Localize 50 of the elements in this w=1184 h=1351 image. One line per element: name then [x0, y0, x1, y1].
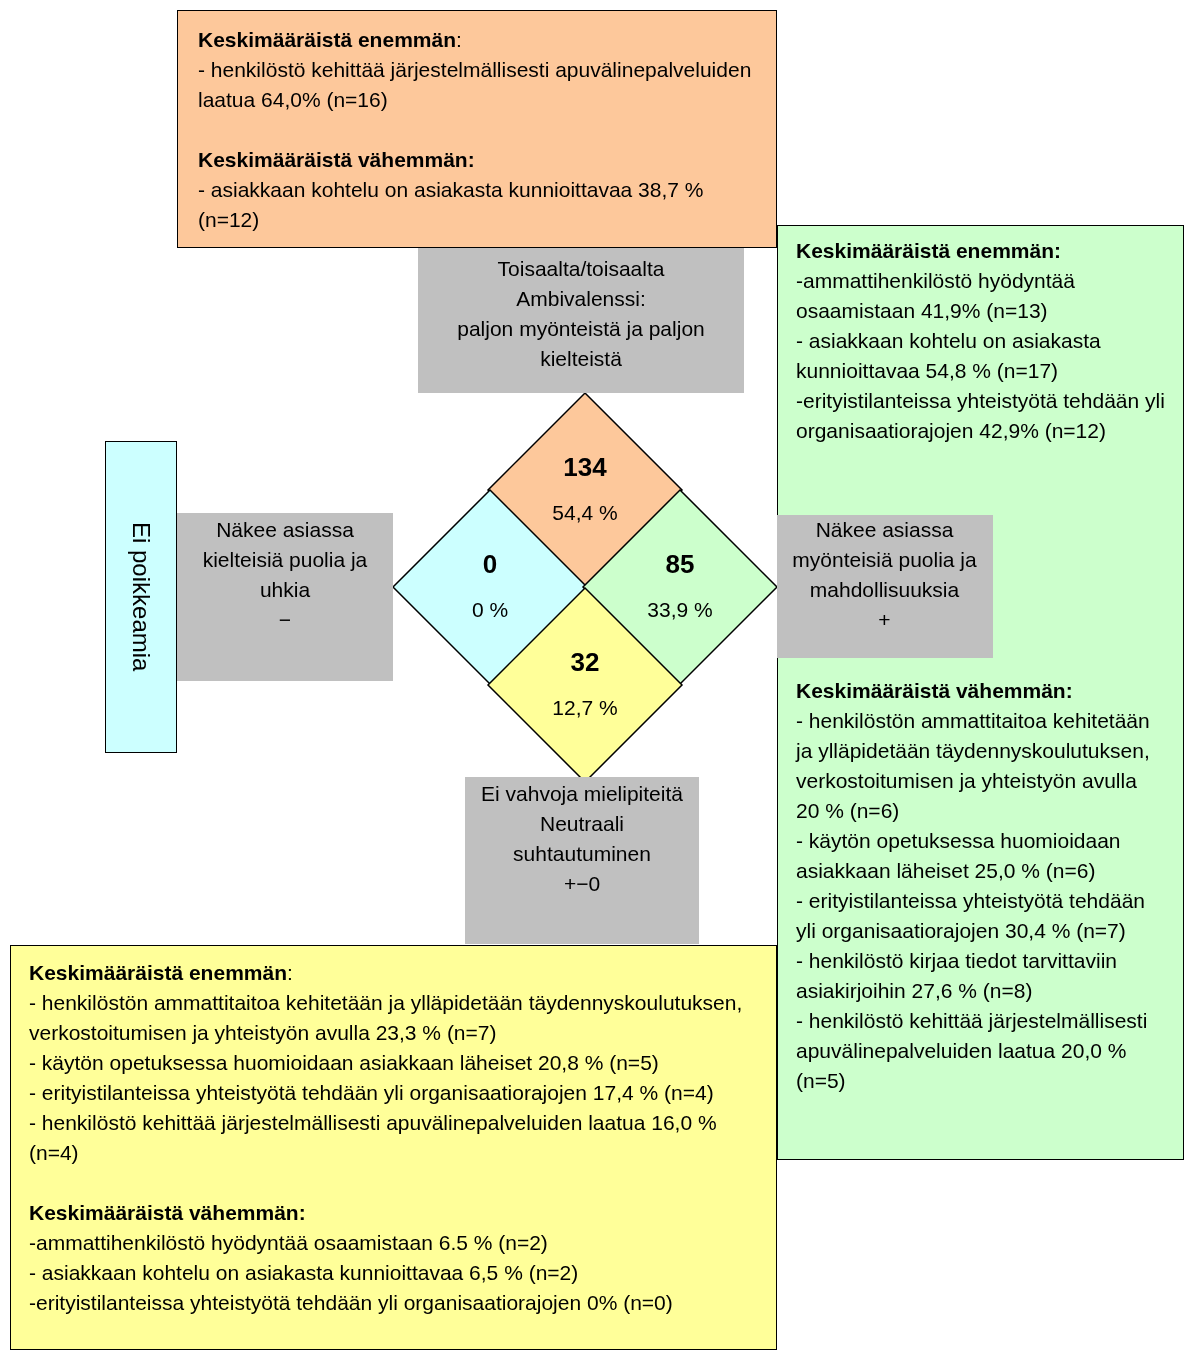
- label-text: +−0: [562, 871, 602, 897]
- label-box: [418, 248, 744, 393]
- heading-text: Keskimääräistä enemmän:: [796, 238, 1062, 264]
- label-text: Ei poikkeamia: [127, 522, 156, 672]
- bullet-text: - asiakkaan kohtelu on asiakasta kunnioittavaa 38,7 % (n=12): [198, 177, 705, 233]
- bullet-text: -erityistilanteissa yhteistyötä tehdään yli organisaatiorajojen 0% (n=0): [29, 1290, 674, 1316]
- count-text: 0: [482, 549, 498, 579]
- label-text: Ei vahvoja mielipiteitä: [480, 781, 684, 807]
- bullet-text: -ammattihenkilöstö hyödyntää osaamistaan 6.5 % (n=2): [29, 1230, 549, 1256]
- heading-text: Keskimääräistä vähemmän:: [796, 678, 1074, 704]
- bullet-text: - henkilöstö kehittää järjestelmällisesti apuvälinepalveluiden laatua 64,0% (n=16): [198, 57, 753, 113]
- label-box: [177, 513, 393, 681]
- heading-text: Keskimääräistä vähemmän:: [198, 147, 476, 173]
- bullet-text: - asiakkaan kohtelu on asiakasta kunnioittavaa 54,8 % (n=17): [796, 328, 1102, 384]
- percent-text: 54,4 %: [552, 500, 618, 526]
- label-text: Ambivalenssi:: [515, 286, 647, 312]
- label-text: +: [877, 606, 892, 633]
- bullet-text: - henkilöstön ammattitaitoa kehitetään ja ylläpidetään täydennyskoulutuksen, verkostoitumisen ja yhteistyön avulla 23,3 % (n=7): [29, 990, 744, 1046]
- bullet-text: -erityistilanteissa yhteistyötä tehdään yli organisaatiorajojen 42,9% (n=12): [796, 388, 1165, 444]
- bullet-text: -ammattihenkilöstö hyödyntää osaamistaan 41,9% (n=13): [796, 268, 1076, 324]
- percent-text: 33,9 %: [647, 597, 713, 623]
- label-text: paljon myönteistä ja paljon kielteistä: [456, 316, 706, 372]
- summary-box: [777, 225, 1184, 1160]
- label-box: [776, 514, 993, 658]
- heading-text: Keskimääräistä enemmän:: [29, 960, 294, 986]
- bullet-text: - asiakkaan kohtelu on asiakasta kunnioittavaa 6,5 % (n=2): [29, 1260, 580, 1286]
- label-text: Toisaalta/toisaalta: [496, 256, 666, 282]
- summary-box: [10, 945, 777, 1350]
- percent-text: 0 %: [471, 597, 509, 623]
- bullet-text: - henkilöstö kirjaa tiedot tarvittaviin asiakirjoihin 27,6 % (n=8): [796, 948, 1118, 1004]
- summary-box: [177, 10, 777, 248]
- bullet-text: - henkilöstö kehittää järjestelmällisesti apuvälinepalveluiden laatua 20,0 % (n=5): [796, 1008, 1149, 1094]
- bullet-text: - käytön opetuksessa huomioidaan asiakkaan läheiset 20,8 % (n=5): [29, 1050, 660, 1076]
- count-text: 32: [570, 647, 600, 677]
- count-text: 134: [563, 452, 607, 482]
- label-text: −: [277, 607, 293, 633]
- label-box: [105, 441, 177, 753]
- bullet-text: - erityistilanteissa yhteistyötä tehdään yli organisaatiorajojen 30,4 % (n=7): [796, 888, 1146, 944]
- count-text: 85: [665, 549, 695, 579]
- label-text: Näkee asiassa myönteisiä puolia ja mahdollisuuksia: [791, 516, 978, 603]
- heading-text: Keskimääräistä vähemmän:: [29, 1200, 307, 1226]
- heading-text: Keskimääräistä enemmän:: [198, 27, 463, 53]
- bullet-text: - erityistilanteissa yhteistyötä tehdään yli organisaatiorajojen 17,4 % (n=4): [29, 1080, 715, 1106]
- percent-text: 12,7 %: [552, 695, 618, 721]
- bullet-text: - käytön opetuksessa huomioidaan asiakkaan läheiset 25,0 % (n=6): [796, 828, 1122, 884]
- bullet-text: - henkilöstö kehittää järjestelmällisesti apuvälinepalveluiden laatua 16,0 % (n=4): [29, 1110, 718, 1166]
- bullet-text: - henkilöstön ammattitaitoa kehitetään ja ylläpidetään täydennyskoulutuksen, verkostoitumisen ja yhteistyön avulla 20 % (n=6): [796, 708, 1151, 824]
- label-text: Neutraali suhtautuminen: [512, 811, 652, 867]
- label-box: [465, 777, 699, 944]
- label-text: Näkee asiassa kielteisiä puolia ja uhkia: [201, 517, 369, 603]
